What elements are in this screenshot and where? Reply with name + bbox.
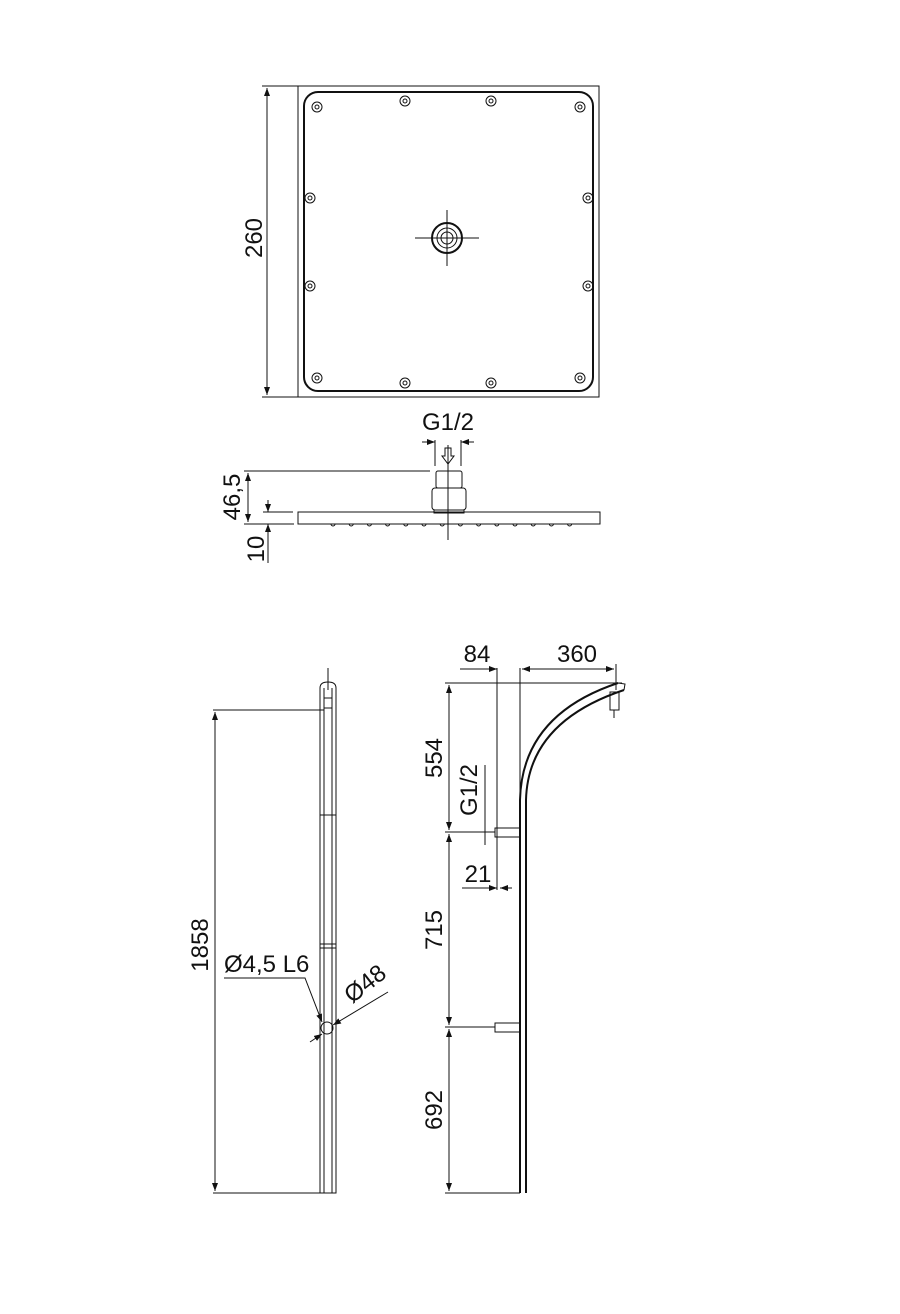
thread-dimension: G1/2 bbox=[422, 409, 474, 436]
dimension-21: 21 bbox=[465, 861, 492, 888]
nozzle bbox=[548, 523, 554, 527]
nozzle bbox=[330, 523, 336, 527]
nozzle bbox=[439, 523, 445, 527]
screw-hole bbox=[582, 280, 594, 292]
screw-hole bbox=[314, 104, 320, 110]
nozzle bbox=[512, 523, 518, 527]
dimension-692: 692 bbox=[421, 1090, 448, 1130]
screw-hole bbox=[399, 95, 411, 107]
nozzle bbox=[530, 523, 536, 527]
thread-dimension-column: G1/2 bbox=[456, 764, 483, 816]
dimension-10: 10 bbox=[243, 536, 270, 563]
screw-hole bbox=[402, 98, 408, 104]
screw-hole bbox=[304, 192, 316, 204]
screw-hole bbox=[307, 283, 313, 289]
screw-holes bbox=[304, 95, 594, 389]
screw-hole bbox=[485, 377, 497, 389]
dimension-715: 715 bbox=[421, 910, 448, 950]
rail-view: 1858 Ø4,5 L6 Ø48 bbox=[187, 668, 392, 1194]
screw-hole bbox=[314, 375, 320, 381]
dimension-84: 84 bbox=[464, 641, 491, 668]
screw-hole bbox=[585, 195, 591, 201]
dimension-260: 260 bbox=[241, 218, 268, 258]
screw-dimension: Ø4,5 L6 bbox=[224, 951, 309, 978]
screw-hole bbox=[585, 283, 591, 289]
screw-hole bbox=[488, 380, 494, 386]
diameter-dimension: Ø48 bbox=[339, 959, 391, 1008]
nozzle bbox=[385, 523, 391, 527]
nozzle bbox=[403, 523, 409, 527]
side-view: G1/2 46,5 10 bbox=[219, 409, 601, 563]
screw-hole bbox=[399, 377, 411, 389]
screw-hole bbox=[307, 195, 313, 201]
screw-hole bbox=[402, 380, 408, 386]
fixing-hole bbox=[320, 1021, 334, 1035]
rail bbox=[319, 681, 337, 1194]
top-view: 260 bbox=[241, 85, 600, 398]
column-pipe bbox=[519, 682, 619, 1193]
connector-upper bbox=[494, 827, 521, 838]
dimension-360: 360 bbox=[557, 641, 597, 668]
screw-hole bbox=[582, 192, 594, 204]
connector-lower bbox=[494, 1022, 521, 1033]
dimension-554: 554 bbox=[421, 738, 448, 778]
nozzle bbox=[494, 523, 500, 527]
screw-hole bbox=[311, 101, 323, 113]
nozzle bbox=[567, 523, 573, 527]
nozzle bbox=[457, 523, 463, 527]
dimension-1858: 1858 bbox=[187, 918, 214, 971]
nozzle bbox=[421, 523, 427, 527]
water-inlet-arrow-icon bbox=[441, 447, 455, 465]
screw-hole bbox=[577, 375, 583, 381]
screw-hole bbox=[304, 280, 316, 292]
screw-hole bbox=[577, 104, 583, 110]
screw-hole bbox=[311, 372, 323, 384]
nozzles bbox=[330, 523, 573, 527]
dimension-46-5: 46,5 bbox=[219, 474, 246, 521]
plate bbox=[297, 511, 601, 525]
column-view: 84 360 554 715 692 G1/2 21 bbox=[421, 641, 626, 1194]
center-fitting bbox=[415, 210, 479, 266]
nozzle bbox=[476, 523, 482, 527]
screw-hole bbox=[574, 372, 586, 384]
screw-hole bbox=[574, 101, 586, 113]
screw-hole bbox=[488, 98, 494, 104]
nozzle bbox=[366, 523, 372, 527]
screw-hole bbox=[485, 95, 497, 107]
shower-head-inner bbox=[303, 91, 594, 392]
shower-head-outline bbox=[297, 85, 600, 398]
nozzle bbox=[348, 523, 354, 527]
